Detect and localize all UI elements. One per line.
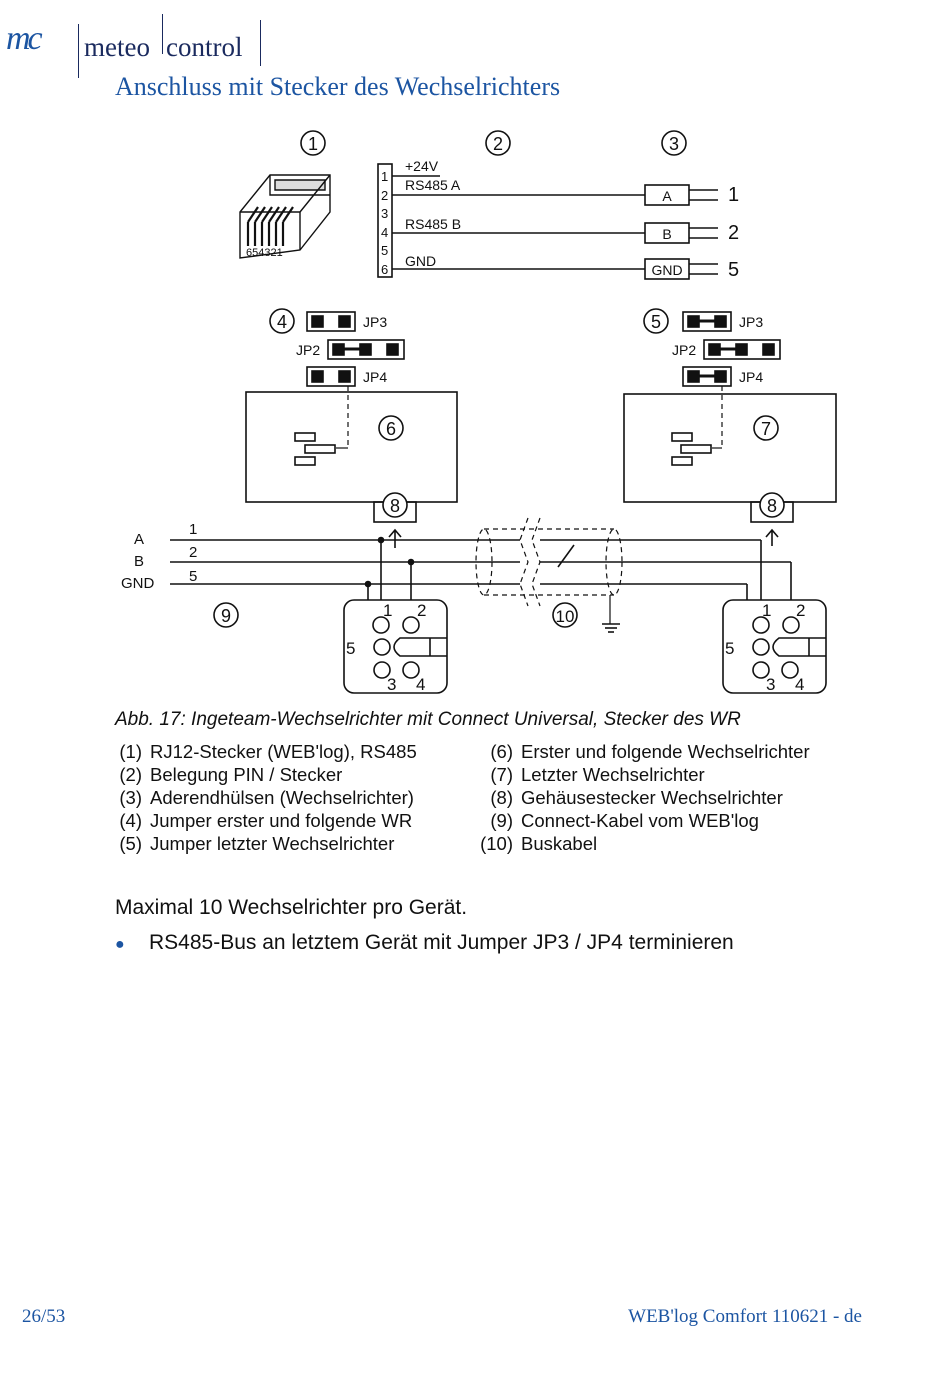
plug-pin-label: 654321 [246, 247, 283, 259]
svg-text:8: 8 [390, 496, 400, 516]
legend-right: (6)Erster und folgende Wechselrichter (7… [475, 740, 810, 855]
ferrule-b: B 2 [644, 222, 739, 244]
svg-text:2: 2 [381, 188, 388, 203]
svg-text:3: 3 [669, 134, 679, 154]
bullet-icon: ● [115, 936, 125, 953]
ferrule-a: A 1 [644, 184, 739, 206]
svg-text:GND: GND [405, 253, 436, 269]
svg-text:8: 8 [767, 496, 777, 516]
ferrule-gnd: GND 5 [644, 258, 739, 281]
legend-item: (1)RJ12-Stecker (WEB'log), RS485 [119, 741, 417, 762]
pin-column: 1 2 3 4 5 6 [377, 163, 393, 278]
svg-text:3: 3 [387, 675, 396, 694]
legend-item: (7)Letzter Wechselrichter [490, 764, 705, 785]
callout-9: 9 [213, 602, 239, 628]
body-paragraph: Maximal 10 Wechselrichter pro Gerät. [115, 896, 468, 919]
svg-text:5: 5 [381, 243, 388, 258]
svg-text:4: 4 [795, 675, 804, 694]
callout-3: 3 [661, 130, 687, 156]
svg-text:GND: GND [121, 575, 155, 592]
bus-lines: A B GND 1 2 5 [121, 521, 792, 647]
svg-text:9: 9 [221, 606, 231, 626]
jumper-set-first: 4 JP3 JP2 JP4 [269, 308, 405, 387]
wiring-diagram: 1 2 3 654321 1 2 3 4 5 6 +24V RS485 A [121, 130, 837, 694]
svg-text:B: B [662, 226, 671, 242]
svg-text:6: 6 [386, 419, 396, 439]
svg-text:RS485 B: RS485 B [405, 216, 461, 232]
callout-2: 2 [485, 130, 511, 156]
logo-mark: mc [6, 20, 43, 57]
svg-text:3: 3 [766, 675, 775, 694]
logo-divider [78, 24, 79, 78]
svg-text:1: 1 [189, 521, 197, 538]
svg-text:4: 4 [277, 312, 287, 332]
svg-text:10: 10 [556, 607, 575, 626]
svg-text:5: 5 [651, 312, 661, 332]
jumper-set-last: 5 JP3 JP2 JP4 [643, 308, 781, 387]
svg-text:1: 1 [728, 184, 739, 206]
legend-item: (8)Gehäusestecker Wechselrichter [490, 787, 783, 808]
figure-caption: Abb. 17: Ingeteam-Wechselrichter mit Con… [115, 709, 741, 730]
socket-first: 1 2 5 3 4 [343, 599, 448, 694]
svg-text:A: A [662, 188, 672, 204]
inverter-first: 6 8 [245, 386, 458, 548]
svg-text:4: 4 [416, 675, 425, 694]
logo-word-meteo: meteo [84, 32, 150, 62]
svg-text:+24V: +24V [405, 158, 439, 174]
svg-text:5: 5 [728, 259, 739, 281]
svg-text:JP2: JP2 [672, 342, 696, 358]
legend-left: (1)RJ12-Stecker (WEB'log), RS485 (2)Bele… [104, 740, 417, 855]
svg-text:JP4: JP4 [363, 369, 387, 385]
svg-text:JP3: JP3 [363, 314, 387, 330]
svg-text:3: 3 [381, 206, 388, 221]
inverter-last: 7 8 [623, 386, 837, 546]
callout-10: 10 [552, 602, 578, 628]
svg-text:5: 5 [346, 639, 355, 658]
legend-item: (6)Erster und folgende Wechselrichter [490, 741, 810, 762]
svg-text:2: 2 [493, 134, 503, 154]
legend-item: (9)Connect-Kabel vom WEB'log [490, 810, 759, 831]
svg-text:2: 2 [417, 601, 426, 620]
socket-last: 1 2 5 3 4 [722, 599, 827, 694]
svg-text:5: 5 [725, 639, 734, 658]
svg-text:JP3: JP3 [739, 314, 763, 330]
logo-divider [260, 20, 261, 66]
ground-icon [602, 623, 620, 633]
legend-item: (5)Jumper letzter Wechselrichter [119, 833, 395, 854]
svg-text:A: A [134, 531, 144, 548]
bullet-item: ● RS485-Bus an letztem Gerät mit Jumper … [115, 931, 734, 959]
svg-text:1: 1 [762, 601, 771, 620]
svg-text:B: B [134, 553, 144, 570]
bullet-text: RS485-Bus an letztem Gerät mit Jumper JP… [149, 931, 734, 954]
legend-item: (4)Jumper erster und folgende WR [119, 810, 413, 831]
logo-divider [162, 14, 163, 54]
logo-word-control: control [166, 32, 243, 62]
svg-text:1: 1 [381, 169, 388, 184]
legend-item: (3)Aderendhülsen (Wechselrichter) [119, 787, 414, 808]
section-heading: Anschluss mit Stecker des Wechselrichter… [115, 72, 561, 101]
svg-text:5: 5 [189, 568, 197, 585]
svg-text:2: 2 [796, 601, 805, 620]
bus-cable [475, 517, 623, 624]
svg-text:1: 1 [383, 601, 392, 620]
callout-1: 1 [300, 130, 326, 156]
svg-text:GND: GND [651, 262, 682, 278]
legend-item: (10)Buskabel [480, 833, 598, 854]
signal-lines: +24V RS485 A RS485 B GND [392, 158, 645, 270]
svg-text:1: 1 [308, 134, 318, 154]
svg-text:2: 2 [189, 544, 197, 561]
svg-text:4: 4 [381, 225, 388, 240]
rj12-plug: 654321 [239, 174, 331, 259]
svg-text:RS485 A: RS485 A [405, 177, 461, 193]
svg-text:2: 2 [728, 222, 739, 244]
legend-item: (2)Belegung PIN / Stecker [119, 764, 343, 785]
page-number: 26/53 [22, 1306, 66, 1327]
svg-text:7: 7 [761, 419, 771, 439]
svg-text:6: 6 [381, 262, 388, 277]
document-id: WEB'log Comfort 110621 - de [628, 1306, 862, 1327]
svg-text:JP4: JP4 [739, 369, 763, 385]
svg-text:JP2: JP2 [296, 342, 320, 358]
